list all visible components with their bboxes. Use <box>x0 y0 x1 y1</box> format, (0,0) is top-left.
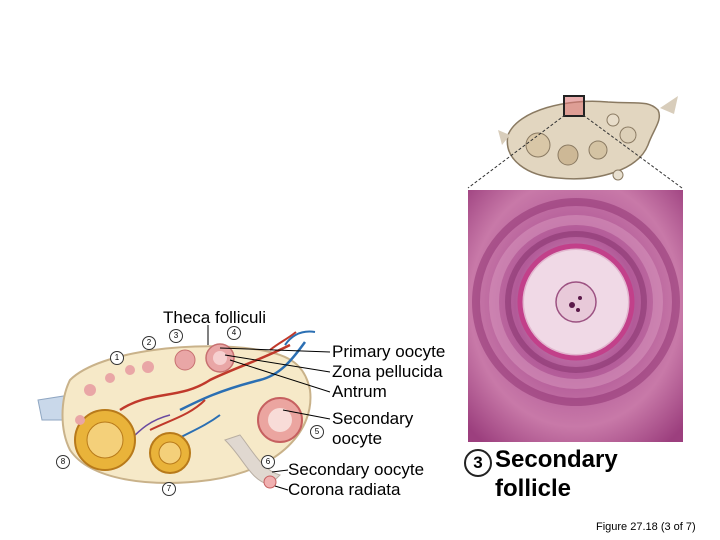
stage-title-line1: Secondary <box>495 446 618 473</box>
label-antrum: Antrum <box>332 382 387 401</box>
ovary-diagram <box>37 330 316 489</box>
label-secondary-oocyte-1a: Secondary <box>332 409 414 428</box>
marker-1: 1 <box>110 351 124 365</box>
marker-7: 7 <box>162 482 176 496</box>
label-primary-oocyte: Primary oocyte <box>332 342 446 361</box>
marker-3: 3 <box>169 329 183 343</box>
label-corona-radiata: Corona radiata <box>288 480 401 499</box>
stage-title-line2: follicle <box>495 475 572 502</box>
figure-caption: Figure 27.18 (3 of 7) <box>596 521 696 533</box>
zoom-lines <box>467 114 683 189</box>
label-secondary-oocyte-2: Secondary oocyte <box>288 460 425 479</box>
marker-2: 2 <box>142 336 156 350</box>
label-theca-folliculi: Theca folliculi <box>163 308 266 327</box>
stage-number-badge: 3 <box>464 449 492 477</box>
ovary-thumbnail <box>498 96 678 181</box>
marker-8: 8 <box>56 455 70 469</box>
label-secondary-oocyte-1b: oocyte <box>332 429 383 448</box>
marker-4: 4 <box>227 326 241 340</box>
label-zona-pellucida: Zona pellucida <box>332 362 443 381</box>
thumbnail-highlight-box <box>563 95 585 117</box>
marker-6: 6 <box>261 455 275 469</box>
marker-5: 5 <box>310 425 324 439</box>
follicle-micrograph <box>468 190 683 442</box>
